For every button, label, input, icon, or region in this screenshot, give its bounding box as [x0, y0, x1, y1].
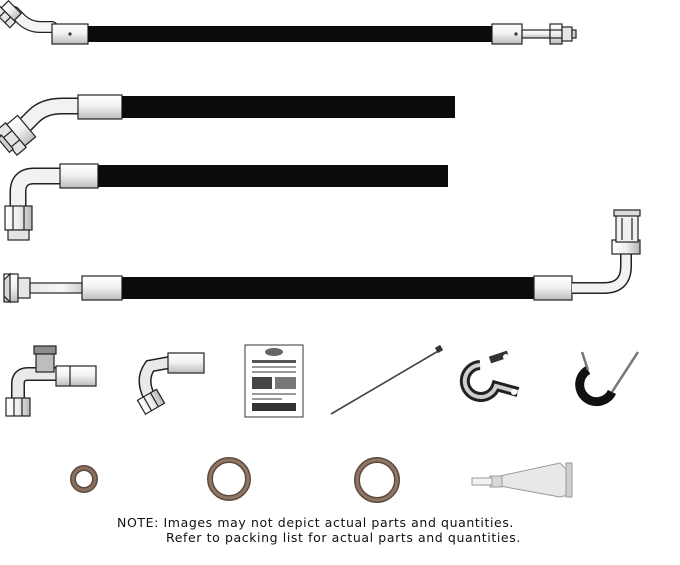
hose-4-nut-fitting: [3, 272, 123, 304]
hose-2-tube: [122, 96, 455, 118]
packing-note-line-2: Refer to packing list for actual parts a…: [166, 530, 521, 545]
rubber-clamp-icon: [575, 351, 640, 407]
hose-assembly-2: [0, 94, 455, 156]
hose-assembly-3: [4, 163, 448, 241]
hose-1-angled-fitting: [0, 0, 89, 45]
lubricant-tube-icon: [471, 462, 573, 498]
hose-3-tube: [98, 165, 448, 187]
hose-assembly-4: [3, 209, 641, 304]
hose-3-bent-tube-fitting: [4, 163, 99, 241]
zip-tie-icon: [330, 344, 444, 415]
service-port-fitting: [5, 345, 97, 417]
instruction-sheet-icon: [244, 344, 304, 418]
hose-assembly-1: [0, 0, 577, 45]
packing-note-line-1: NOTE: Images may not depict actual parts…: [117, 515, 515, 530]
o-ring-large-icon: [354, 457, 400, 503]
o-ring-medium-icon: [207, 457, 251, 501]
hose-1-tube: [88, 26, 492, 42]
elbow-fitting: [136, 352, 205, 415]
hose-2-angled-fitting: [0, 94, 123, 156]
hose-4-tube: [122, 277, 534, 299]
hose-4-switch-fitting: [533, 209, 641, 301]
p-clamp-icon: [459, 350, 520, 402]
o-ring-small-icon: [70, 465, 98, 493]
hose-1-straight-fitting: [491, 23, 577, 45]
